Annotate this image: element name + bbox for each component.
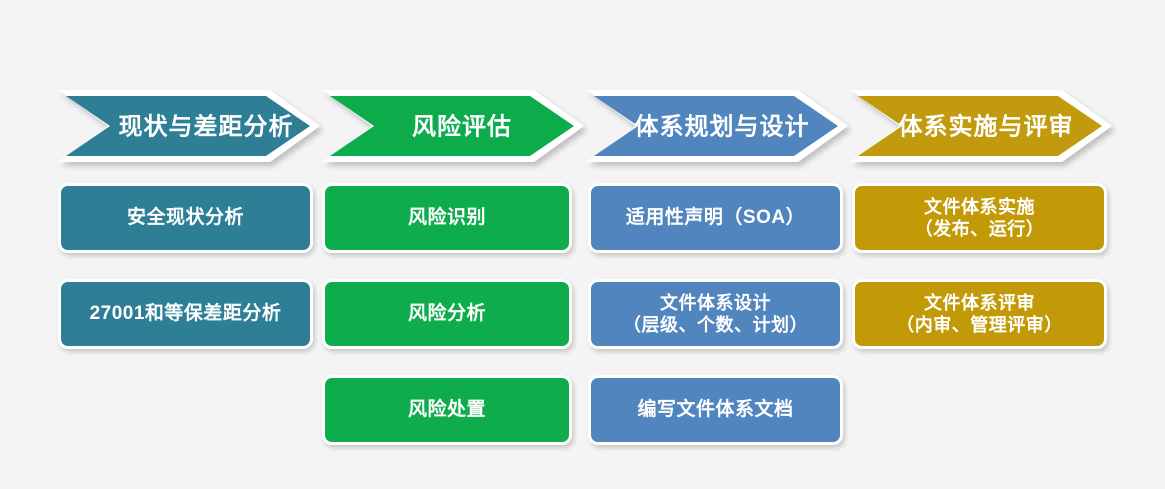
card-stage-3-item-2[interactable]: 文件体系设计 （层级、个数、计划）: [588, 279, 843, 349]
card-stage-4-item-2[interactable]: 文件体系评审 （内审、管理评审）: [852, 279, 1107, 349]
card-label: 安全现状分析: [126, 207, 244, 229]
stage-card-columns: 安全现状分析 27001和等保差距分析 风险识别 风险分析 风险处置 适用性声明…: [0, 183, 1165, 458]
card-stage-2-item-2[interactable]: 风险分析: [322, 279, 572, 349]
stage-2-card-column: 风险识别 风险分析 风险处置: [322, 183, 572, 471]
chevron-stage-4-label: 体系实施与评审: [899, 112, 1074, 140]
chevron-stage-4[interactable]: 体系实施与评审: [850, 90, 1112, 162]
card-label: 文件体系评审 （内审、管理评审）: [896, 292, 1063, 336]
card-stage-4-item-1[interactable]: 文件体系实施 （发布、运行）: [852, 183, 1107, 253]
card-label: 文件体系实施 （发布、运行）: [914, 196, 1045, 240]
chevron-stage-1-fill: [66, 96, 310, 156]
chevron-stage-2-label: 风险评估: [412, 112, 512, 140]
chevron-stage-3[interactable]: 体系规划与设计: [586, 90, 848, 162]
card-stage-2-item-3[interactable]: 风险处置: [322, 375, 572, 445]
stage-3-card-column: 适用性声明（SOA） 文件体系设计 （层级、个数、计划） 编写文件体系文档: [588, 183, 843, 471]
chevron-stage-2-fill: [330, 96, 574, 156]
chevron-stage-2[interactable]: 风险评估: [322, 90, 584, 162]
card-stage-3-item-1[interactable]: 适用性声明（SOA）: [588, 183, 843, 253]
chevron-stage-1[interactable]: 现状与差距分析: [58, 90, 320, 162]
card-stage-3-item-3[interactable]: 编写文件体系文档: [588, 375, 843, 445]
card-label: 适用性声明（SOA）: [625, 207, 806, 229]
stage-1-card-column: 安全现状分析 27001和等保差距分析: [58, 183, 313, 375]
chevron-stage-3-fill: [594, 96, 838, 156]
card-label: 风险分析: [407, 303, 486, 325]
card-label: 27001和等保差距分析: [89, 303, 282, 325]
card-stage-1-item-2[interactable]: 27001和等保差距分析: [58, 279, 313, 349]
card-stage-2-item-1[interactable]: 风险识别: [322, 183, 572, 253]
chevron-stage-3-label: 体系规划与设计: [635, 113, 810, 140]
card-label: 风险处置: [407, 399, 486, 421]
chevron-stage-1-label: 现状与差距分析: [119, 112, 294, 140]
stage-4-card-column: 文件体系实施 （发布、运行） 文件体系评审 （内审、管理评审）: [852, 183, 1107, 375]
card-stage-1-item-1[interactable]: 安全现状分析: [58, 183, 313, 253]
card-label: 风险识别: [407, 207, 486, 229]
chevron-stage-4-fill: [858, 96, 1102, 156]
chevron-header-band: 现状与差距分析 风险评估 体系规划与设计 体系实施与评审: [0, 78, 1165, 174]
card-label: 文件体系设计 （层级、个数、计划）: [623, 292, 808, 336]
card-label: 编写文件体系文档: [637, 399, 794, 421]
